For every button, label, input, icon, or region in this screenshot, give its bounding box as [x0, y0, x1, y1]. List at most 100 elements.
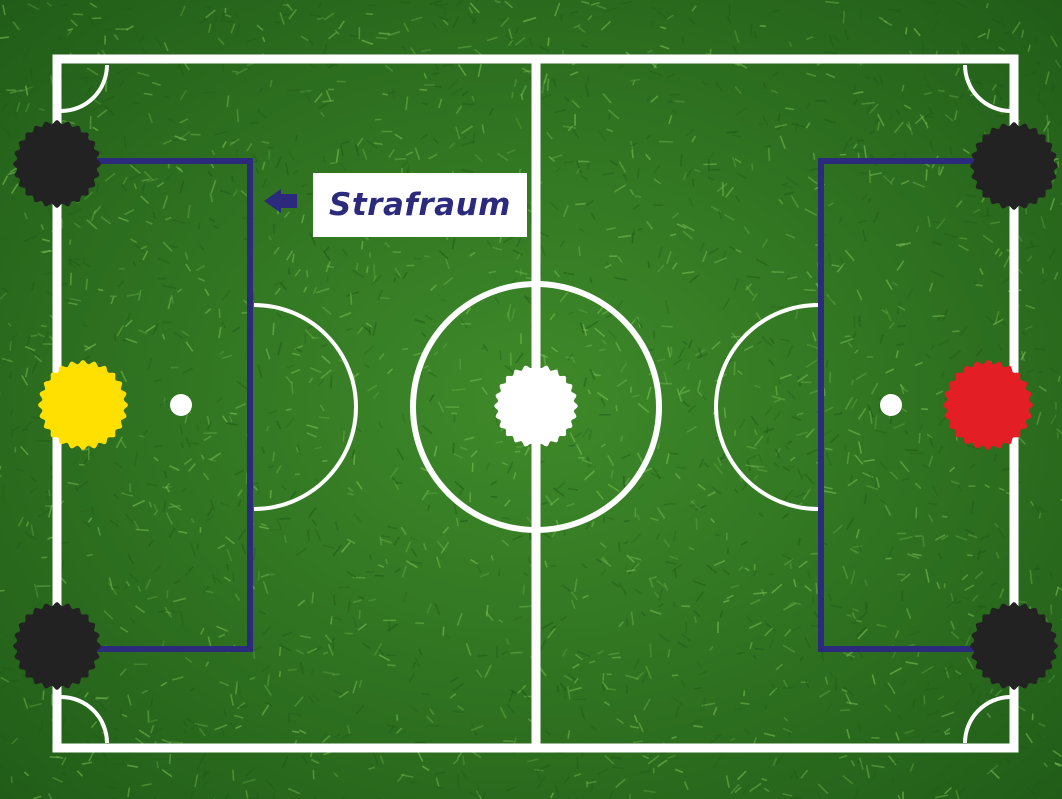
grass-blade: [669, 453, 678, 454]
grass-blade: [693, 179, 694, 187]
grass-blade: [395, 159, 406, 160]
grass-blade: [322, 345, 327, 346]
grass-blade: [305, 333, 306, 344]
grass-blade: [1039, 513, 1040, 519]
kickoff-marker-icon: [494, 364, 578, 448]
grass-blade: [452, 389, 466, 390]
grass-blade: [273, 323, 274, 335]
grass-blade: [755, 649, 764, 650]
grass-blade: [768, 437, 769, 444]
grass-blade: [659, 141, 673, 142]
grass-blade: [173, 140, 179, 141]
grass-blade: [170, 742, 183, 743]
grass-blade: [36, 441, 49, 442]
grass-blade: [380, 298, 389, 299]
grass-blade: [512, 92, 513, 98]
grass-blade: [379, 33, 391, 34]
grass-blade: [427, 726, 439, 727]
grass-blade: [421, 694, 428, 695]
grass-blade: [236, 149, 237, 157]
grass-blade: [73, 14, 83, 15]
grass-blade: [50, 757, 60, 758]
grass-blade: [258, 571, 259, 581]
grass-blade: [840, 710, 850, 711]
grass-blade: [521, 269, 522, 276]
grass-blade: [815, 101, 826, 102]
grass-blade: [219, 309, 220, 318]
grass-blade: [906, 27, 907, 34]
grass-blade: [10, 341, 11, 350]
grass-blade: [339, 587, 350, 588]
grass-blade: [500, 350, 501, 360]
grass-blade: [271, 530, 281, 531]
grass-blade: [1048, 129, 1049, 143]
grass-blade: [170, 754, 171, 764]
grass-blade: [858, 153, 859, 159]
grass-blade: [897, 326, 905, 327]
grass-blade: [400, 2, 411, 3]
grass-blade: [634, 230, 635, 236]
grass-blade: [710, 49, 711, 55]
grass-blade: [331, 376, 332, 389]
grass-blade: [351, 293, 352, 305]
grass-blade: [744, 690, 745, 696]
grass-blade: [510, 652, 522, 653]
grass-blade: [286, 409, 292, 410]
grass-blade: [434, 86, 441, 87]
grass-blade: [919, 433, 920, 443]
grass-blade: [740, 703, 749, 704]
grass-blade: [648, 261, 649, 268]
grass-blade: [237, 109, 238, 122]
grass-blade: [1051, 605, 1052, 615]
grass-blade: [932, 316, 945, 317]
grass-blade: [728, 548, 729, 554]
grass-blade: [760, 26, 766, 27]
grass-blade: [923, 535, 924, 546]
grass-blade: [241, 313, 247, 314]
grass-blade: [274, 22, 280, 23]
grass-blade: [474, 133, 475, 144]
grass-blade: [362, 241, 363, 249]
corner-post-top-right-icon: [970, 122, 1058, 210]
grass-blade: [460, 520, 468, 521]
grass-blade: [257, 791, 258, 797]
grass-blade: [427, 493, 437, 494]
grass-blade: [30, 335, 37, 336]
grass-blade: [769, 148, 770, 161]
grass-blade: [233, 770, 234, 781]
grass-blade: [606, 689, 616, 690]
grass-blade: [616, 405, 617, 411]
grass-blade: [910, 453, 924, 454]
grass-blade: [203, 433, 216, 434]
grass-blade: [443, 627, 444, 636]
grass-blade: [772, 272, 785, 273]
grass-blade: [280, 671, 281, 677]
grass-blade: [374, 265, 375, 278]
right-penalty-spot: [880, 394, 902, 416]
grass-blade: [926, 169, 927, 180]
grass-blade: [139, 436, 144, 437]
grass-blade: [441, 300, 447, 301]
grass-blade: [638, 168, 639, 179]
grass-blade: [170, 611, 182, 612]
grass-blade: [960, 238, 967, 239]
grass-blade: [402, 349, 408, 350]
grass-blade: [1047, 115, 1048, 125]
grass-blade: [681, 154, 682, 167]
grass-blade: [976, 285, 983, 286]
grass-blade: [612, 657, 621, 658]
grass-blade: [121, 708, 122, 718]
grass-blade: [965, 195, 975, 196]
grass-blade: [609, 114, 610, 119]
grass-blade: [1018, 601, 1027, 602]
grass-blade: [859, 315, 860, 321]
goal-right-red-icon: [943, 360, 1033, 450]
grass-blade: [49, 490, 50, 497]
grass-blade: [368, 5, 376, 6]
grass-blade: [523, 585, 524, 595]
grass-blade: [925, 75, 926, 81]
grass-blade: [916, 508, 917, 519]
grass-blade: [843, 11, 844, 24]
grass-blade: [167, 590, 168, 598]
